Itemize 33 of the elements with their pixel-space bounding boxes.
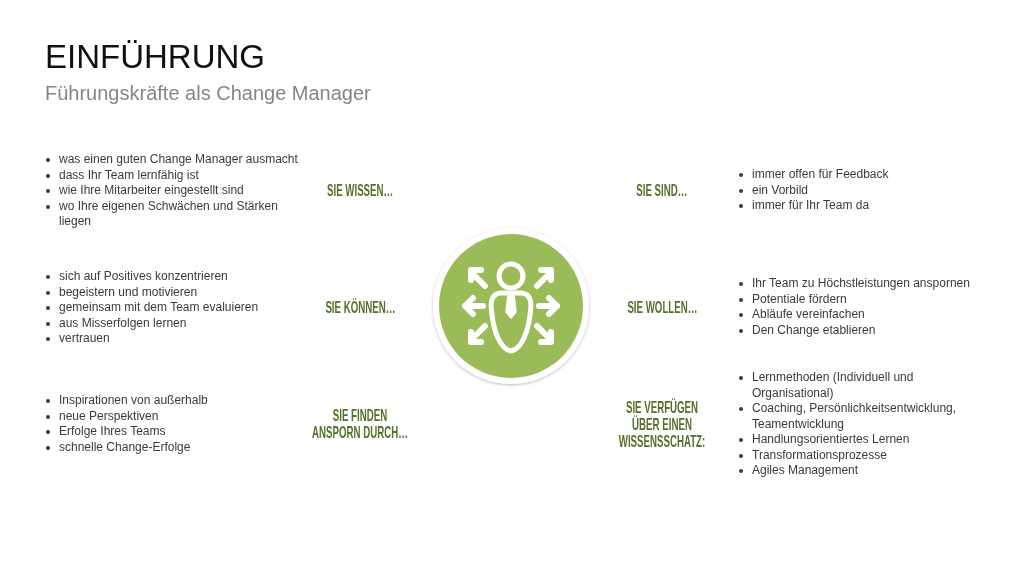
bullet-item: sich auf Positives konzentrieren [45, 269, 307, 285]
bullet-item: neue Perspektiven [45, 408, 307, 424]
bullet-item: Abläufe vereinfachen [738, 307, 978, 323]
bullet-item: immer für Ihr Team da [738, 198, 978, 214]
bullet-item: Inspirationen von außerhalb [45, 393, 307, 409]
bullet-item: Coaching, Persönlichkeitsentwicklung, Teamentwicklung [738, 401, 978, 432]
bullet-item: Handlungsorientiertes Lernen [738, 432, 978, 448]
bullet-item: vertrauen [45, 331, 307, 347]
bullet-item: aus Misserfolgen lernen [45, 315, 307, 331]
slide-subtitle: Führungskräfte als Change Manager [45, 81, 371, 105]
bullet-item: Potentiale fördern [738, 291, 978, 307]
bullet-item: Agiles Management [738, 463, 978, 479]
bullet-item: Erfolge Ihres Teams [45, 424, 307, 440]
bullet-item: Ihr Team zu Höchstleistungen anspornen [738, 276, 978, 292]
slide-title: EINFÜHRUNG [45, 38, 265, 76]
section-heading: SIE WISSEN… [326, 182, 394, 199]
bullet-item: dass Ihr Team lernfähig ist [45, 167, 307, 183]
bullet-item: was einen guten Change Manager ausmacht [45, 152, 307, 168]
section-heading: SIE SIND… [636, 182, 688, 199]
bullet-item: gemeinsam mit dem Team evaluieren [45, 300, 307, 316]
bullet-item: immer offen für Feedback [738, 167, 978, 183]
bullet-item: begeistern und motivieren [45, 284, 307, 300]
bullet-item: Transformationsprozesse [738, 447, 978, 463]
bullet-item: schnelle Change-Erfolge [45, 439, 307, 455]
bullet-item: Lernmethoden (Individuell und Organisational) [738, 370, 978, 401]
section-heading: SIE FINDEN ANSPORN DURCH… [311, 407, 409, 441]
bullet-item: Den Change etablieren [738, 322, 978, 338]
section-heading: SIE WOLLEN… [627, 299, 697, 316]
bullet-item: ein Vorbild [738, 182, 978, 198]
bullet-item: wie Ihre Mitarbeiter eingestellt sind [45, 183, 307, 199]
section-heading: SIE KÖNNEN… [325, 299, 395, 316]
section-heading: SIE VERFÜGEN ÜBER EINEN WISSENSSCHATZ: [617, 399, 707, 450]
bullet-item: wo Ihre eigenen Schwächen und Stärken liegen [45, 198, 307, 230]
